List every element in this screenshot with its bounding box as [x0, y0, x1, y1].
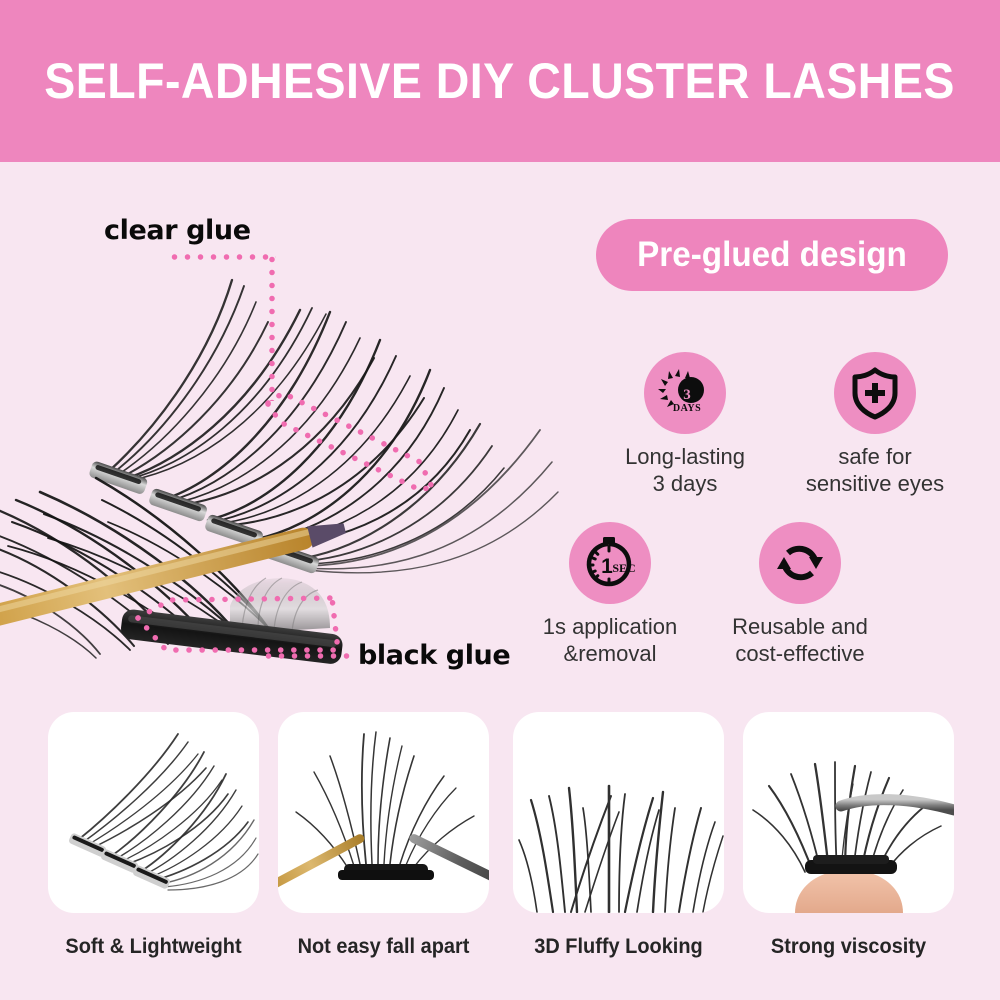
card-caption: Soft & Lightweight — [65, 935, 242, 958]
card-caption: 3D Fluffy Looking — [534, 935, 703, 958]
card-image — [743, 712, 954, 913]
stopwatch-1sec-icon: 1 SEC — [586, 537, 636, 587]
feature-safe-sensitive-eyes: safe for sensitive eyes — [770, 352, 980, 497]
feature-icon-circle: 3 DAYS — [644, 352, 726, 434]
preglued-design-badge: Pre-glued design — [596, 219, 948, 291]
sun-moon-3days-icon: 3 DAYS — [658, 369, 704, 414]
lash-bands — [338, 864, 434, 880]
callout-label-black-glue: black glue — [358, 640, 511, 671]
clear-glue-leader-horizontal — [168, 253, 276, 261]
page-title: SELF-ADHESIVE DIY CLUSTER LASHES — [44, 53, 956, 109]
product-card-not-easy-fall-apart: Not easy fall apart — [278, 712, 489, 959]
shield-plus-icon — [852, 367, 898, 420]
black-glue-leader-horizontal — [262, 652, 352, 660]
feature-icon-circle: 1 SEC — [569, 522, 651, 604]
svg-text:SEC: SEC — [612, 561, 635, 575]
svg-text:DAYS: DAYS — [673, 403, 701, 414]
preglued-design-label: Pre-glued design — [637, 235, 907, 274]
lash-fibers-closeup-photo — [518, 784, 724, 913]
card-caption: Strong viscosity — [770, 935, 927, 958]
feature-reusable: Reusable and cost-effective — [695, 522, 905, 667]
lash-cluster-fan-photo — [69, 733, 259, 891]
product-card-3d-fluffy: 3D Fluffy Looking — [513, 712, 724, 959]
feature-icon-circle — [759, 522, 841, 604]
tweezer-tip — [835, 794, 954, 816]
product-card-soft-lightweight: Soft & Lightweight — [48, 712, 259, 959]
feature-label: Long-lasting 3 days — [625, 444, 745, 496]
feature-fast-application: 1 SEC 1s application &removal — [505, 522, 715, 667]
card-image — [278, 712, 489, 913]
card-image — [48, 712, 259, 913]
steel-tweezer-arm — [409, 834, 489, 888]
lash-band-black — [805, 855, 897, 874]
product-card-strong-viscosity: Strong viscosity — [743, 712, 954, 959]
fingertip — [795, 870, 903, 913]
feature-long-lasting: 3 DAYS Long-lasting 3 days — [580, 352, 790, 497]
header-banner: SELF-ADHESIVE DIY CLUSTER LASHES — [0, 0, 1000, 162]
feature-label: Reusable and cost-effective — [732, 614, 868, 666]
svg-text:1: 1 — [601, 555, 613, 578]
card-image — [513, 712, 724, 913]
callout-label-clear-glue: clear glue — [104, 215, 251, 246]
gold-tweezer-arm — [278, 834, 365, 896]
feature-icon-circle — [834, 352, 916, 434]
clear-glue-leader-vertical — [268, 253, 276, 401]
svg-text:3: 3 — [683, 387, 691, 403]
lash-cluster-tweezers-photo — [278, 731, 489, 896]
feature-label: safe for sensitive eyes — [805, 444, 945, 496]
card-caption: Not easy fall apart — [297, 935, 470, 958]
applicator-wand — [0, 523, 346, 639]
lash-on-finger-photo — [752, 761, 954, 913]
refresh-cycle-icon — [777, 545, 823, 581]
feature-label: 1s application &removal — [542, 614, 678, 666]
